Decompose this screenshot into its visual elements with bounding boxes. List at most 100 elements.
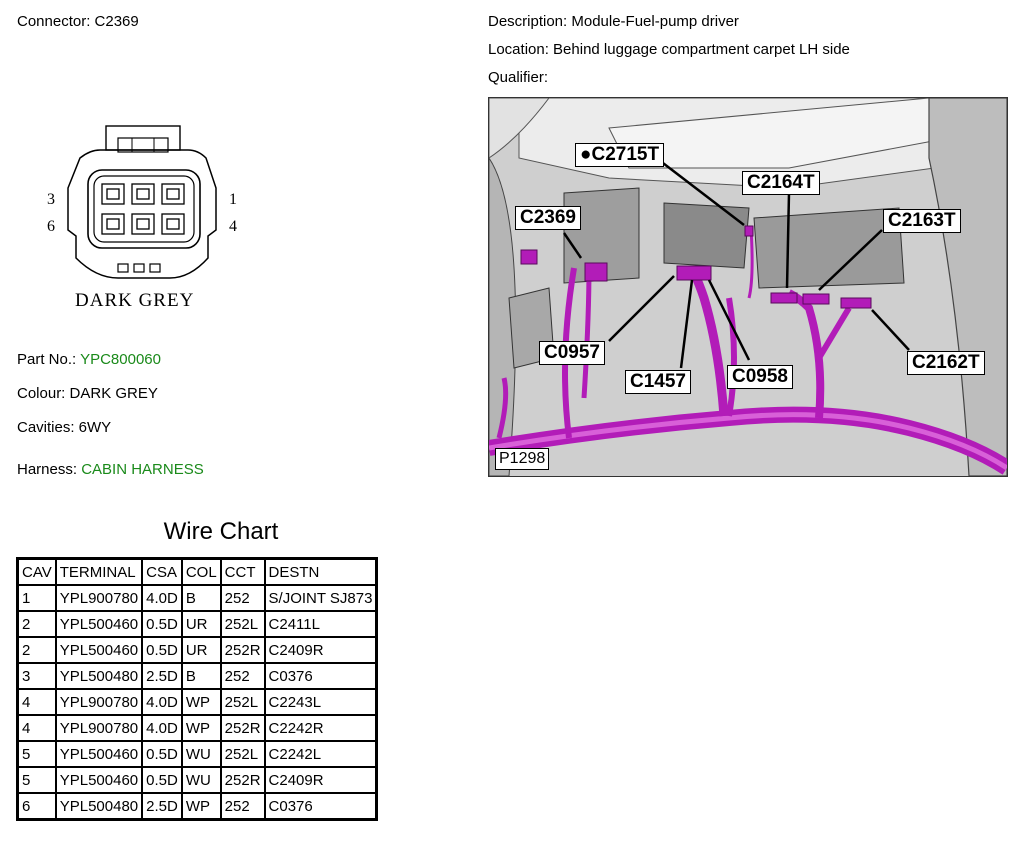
part-number-link[interactable]: YPC800060: [80, 351, 161, 368]
cell-col: WU: [180, 740, 222, 768]
cell-terminal: YPL500460: [54, 766, 144, 794]
cell-csa: 4.0D: [141, 688, 183, 716]
cavities: Cavities: 6WY: [17, 419, 112, 436]
cell-destn: C2242R: [263, 714, 378, 742]
cell-cct: 252R: [219, 714, 266, 742]
cell-col: WP: [180, 714, 222, 742]
cell-csa: 4.0D: [141, 714, 183, 742]
description: Description: Module-Fuel-pump driver: [488, 13, 739, 30]
cell-cav: 4: [16, 688, 57, 716]
cavity-label-6: 6: [47, 218, 55, 235]
part-number-label: Part No.:: [17, 351, 77, 368]
harness-link[interactable]: CABIN HARNESS: [81, 461, 204, 478]
callout-c2162t: C2162T: [907, 351, 985, 375]
cell-terminal: YPL900780: [54, 584, 144, 612]
cell-cav: 5: [16, 740, 57, 768]
cell-cct: 252R: [219, 766, 266, 794]
cell-csa: 0.5D: [141, 610, 183, 638]
callout-c2164t: C2164T: [742, 171, 820, 195]
cell-cav: 2: [16, 636, 57, 664]
cell-destn: C2242L: [263, 740, 378, 768]
cell-cav: 2: [16, 610, 57, 638]
cell-destn: S/JOINT SJ873: [263, 584, 378, 612]
cell-cct: 252L: [219, 740, 266, 768]
cell-col: WU: [180, 766, 222, 794]
callout-c2163t: C2163T: [883, 209, 961, 233]
cell-cct: 252L: [219, 610, 266, 638]
cell-cct: 252: [219, 792, 266, 821]
cell-cct: 252R: [219, 636, 266, 664]
cell-terminal: YPL500460: [54, 636, 144, 664]
cavity-label-1: 1: [229, 191, 237, 208]
harness-label: Harness:: [17, 461, 78, 478]
header-cav: CAV: [16, 557, 57, 586]
qualifier: Qualifier:: [488, 69, 549, 86]
connector-colour-caption: DARK GREY: [75, 290, 195, 311]
location: Location: Behind luggage compartment car…: [488, 41, 850, 58]
wire-chart-title: Wire Chart: [163, 518, 279, 545]
cell-terminal: YPL900780: [54, 714, 144, 742]
callout-c2715t: ●C2715T: [575, 143, 665, 167]
cell-destn: C0376: [263, 662, 378, 690]
cell-terminal: YPL500480: [54, 662, 144, 690]
header-cct: CCT: [219, 557, 266, 586]
callout-p1298: P1298: [495, 448, 550, 470]
cell-csa: 0.5D: [141, 740, 183, 768]
cell-destn: C2243L: [263, 688, 378, 716]
header-col: COL: [180, 557, 222, 586]
cell-csa: 0.5D: [141, 636, 183, 664]
callout-c2369: C2369: [515, 206, 581, 230]
connector-id: Connector: C2369: [17, 13, 139, 30]
cell-csa: 4.0D: [141, 584, 183, 612]
cavity-label-3: 3: [47, 191, 55, 208]
part-number: Part No.: YPC800060: [17, 351, 161, 368]
cell-col: B: [180, 584, 222, 612]
cell-cav: 5: [16, 766, 57, 794]
cell-destn: C2409R: [263, 636, 378, 664]
header-terminal: TERMINAL: [54, 557, 144, 586]
cell-cav: 3: [16, 662, 57, 690]
header-destn: DESTN: [263, 557, 378, 586]
cell-destn: C2411L: [263, 610, 378, 638]
cell-col: B: [180, 662, 222, 690]
location-photo-art: [489, 98, 1007, 476]
cavity-label-4: 4: [229, 218, 237, 235]
harness: Harness: CABIN HARNESS: [17, 461, 204, 478]
connector-face-diagram: [67, 125, 217, 279]
cell-terminal: YPL500480: [54, 792, 144, 821]
cell-col: UR: [180, 636, 222, 664]
cell-col: WP: [180, 688, 222, 716]
callout-c1457: C1457: [625, 370, 691, 394]
location-photo: ●C2715T C2164T C2369 C2163T C0957 C2162T…: [488, 97, 1008, 477]
cell-cct: 252: [219, 662, 266, 690]
colour: Colour: DARK GREY: [17, 385, 158, 402]
cell-cct: 252L: [219, 688, 266, 716]
cell-cct: 252: [219, 584, 266, 612]
cell-cav: 4: [16, 714, 57, 742]
cell-col: WP: [180, 792, 222, 821]
cell-csa: 0.5D: [141, 766, 183, 794]
cell-cav: 6: [16, 792, 57, 821]
cell-terminal: YPL500460: [54, 610, 144, 638]
cell-destn: C2409R: [263, 766, 378, 794]
cell-destn: C0376: [263, 792, 378, 821]
callout-c0958: C0958: [727, 365, 793, 389]
cell-csa: 2.5D: [141, 792, 183, 821]
cell-csa: 2.5D: [141, 662, 183, 690]
callout-c0957: C0957: [539, 341, 605, 365]
cell-terminal: YPL500460: [54, 740, 144, 768]
header-csa: CSA: [141, 557, 183, 586]
table-header-row: CAV TERMINAL CSA COL CCT DESTN: [16, 557, 378, 586]
cell-terminal: YPL900780: [54, 688, 144, 716]
cell-col: UR: [180, 610, 222, 638]
